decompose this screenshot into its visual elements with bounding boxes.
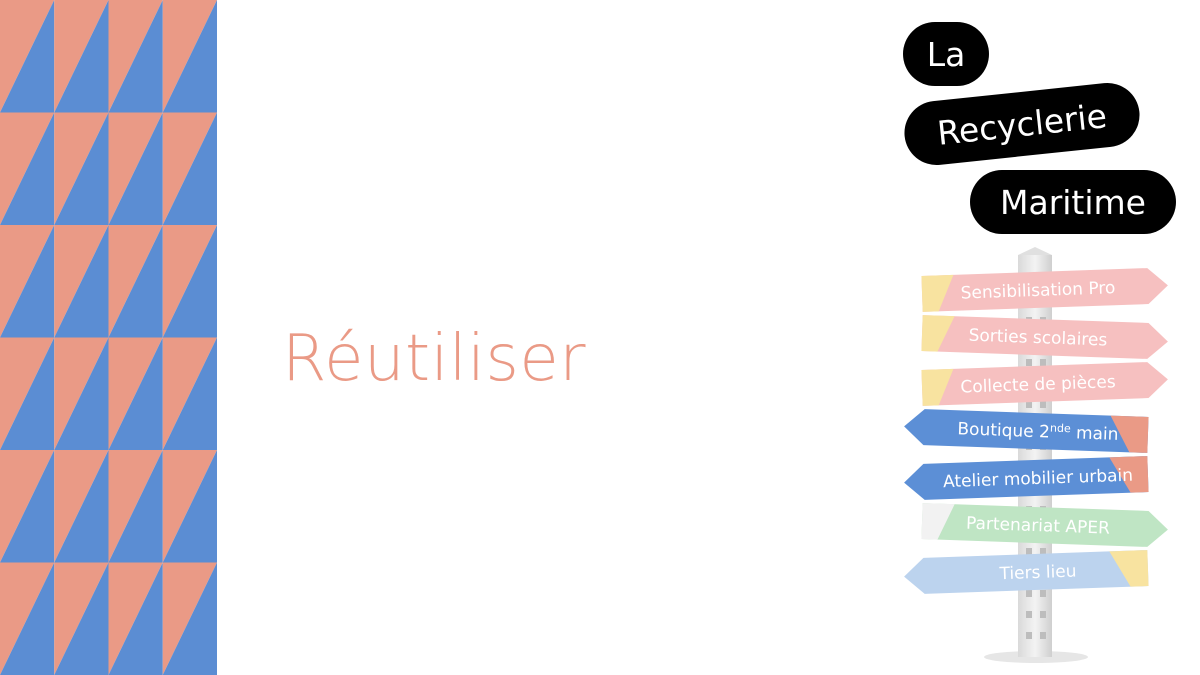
pattern-triangle bbox=[0, 450, 55, 563]
pattern-triangle bbox=[54, 0, 109, 113]
pattern-triangle bbox=[108, 337, 163, 450]
sign-body bbox=[921, 315, 1168, 359]
sign-body bbox=[904, 550, 1149, 594]
pole-hole bbox=[1040, 401, 1046, 408]
pattern-triangle bbox=[108, 0, 163, 113]
signpost-pole bbox=[1018, 255, 1052, 657]
pattern-triangle bbox=[0, 0, 55, 113]
pole-hole bbox=[1040, 548, 1046, 555]
sign-label-end: main bbox=[1070, 423, 1119, 445]
pole-hole bbox=[1026, 632, 1032, 639]
sign-accent bbox=[921, 503, 955, 540]
pattern-triangle bbox=[108, 225, 163, 338]
pattern-triangle bbox=[162, 0, 217, 113]
sign-label-main: Sorties scolaires bbox=[968, 326, 1107, 351]
sign-label-superscript: nde bbox=[1050, 422, 1071, 436]
direction-sign: Sorties scolaires bbox=[921, 315, 1168, 359]
sign-label: Sorties scolaires bbox=[968, 326, 1107, 351]
sign-body bbox=[921, 503, 1168, 547]
pattern-triangle bbox=[54, 112, 109, 225]
logo-text-recyclerie: Recyclerie bbox=[935, 95, 1109, 153]
direction-sign: Atelier mobilier urbain bbox=[904, 456, 1149, 500]
pattern-triangle bbox=[54, 337, 109, 450]
sign-body bbox=[904, 409, 1149, 453]
sign-label: Tiers lieu bbox=[998, 562, 1077, 585]
pole-hole bbox=[1040, 611, 1046, 618]
pole-hole bbox=[1040, 359, 1046, 366]
pole-hole bbox=[1026, 611, 1032, 618]
logo-pill-la: La bbox=[903, 22, 989, 86]
pattern-triangle bbox=[54, 562, 109, 675]
pattern-triangle bbox=[0, 562, 55, 675]
direction-sign: Boutique 2nde main bbox=[904, 409, 1149, 453]
pole-hole bbox=[1026, 590, 1032, 597]
sign-body bbox=[921, 362, 1168, 406]
direction-sign: Collecte de pièces bbox=[921, 362, 1168, 406]
pattern-triangle bbox=[162, 337, 217, 450]
pattern-triangle bbox=[108, 450, 163, 563]
decorative-triangle-pattern bbox=[0, 0, 217, 675]
pole-hole bbox=[1040, 590, 1046, 597]
sign-accent bbox=[921, 368, 954, 406]
sign-label-main: Tiers lieu bbox=[998, 562, 1077, 585]
pattern-triangle bbox=[108, 112, 163, 225]
sign-label-main: Boutique 2 bbox=[957, 419, 1050, 442]
logo-text-maritime: Maritime bbox=[1000, 182, 1146, 222]
pattern-triangle bbox=[54, 225, 109, 338]
sign-accent bbox=[1109, 456, 1149, 493]
pattern-triangle bbox=[162, 450, 217, 563]
logo-pill-recyclerie: Recyclerie bbox=[901, 79, 1143, 169]
pole-cap bbox=[1018, 247, 1052, 255]
pattern-triangle bbox=[162, 225, 217, 338]
pole-hole bbox=[1026, 359, 1032, 366]
sign-accent bbox=[1109, 550, 1149, 587]
sign-accent bbox=[921, 274, 954, 312]
pole-hole bbox=[1040, 632, 1046, 639]
direction-sign: Partenariat APER bbox=[921, 503, 1168, 547]
sign-body bbox=[921, 268, 1168, 312]
sign-accent bbox=[921, 315, 955, 352]
logo-text-la: La bbox=[926, 34, 966, 74]
direction-sign: Tiers lieu bbox=[904, 550, 1149, 594]
slide-title: Réutiliser bbox=[282, 322, 586, 396]
pattern-triangle bbox=[108, 562, 163, 675]
pattern-triangle bbox=[0, 225, 55, 338]
sign-accent bbox=[1110, 415, 1149, 453]
pattern-triangle bbox=[0, 337, 55, 450]
pattern-triangle bbox=[162, 112, 217, 225]
pole-hole bbox=[1026, 401, 1032, 408]
logo-pill-maritime: Maritime bbox=[970, 170, 1176, 234]
pole-hole bbox=[1026, 548, 1032, 555]
pattern-triangle bbox=[54, 450, 109, 563]
direction-sign: Sensibilisation Pro bbox=[921, 268, 1168, 312]
sign-body bbox=[904, 456, 1149, 500]
pattern-triangle bbox=[0, 112, 55, 225]
pattern-triangle bbox=[162, 562, 217, 675]
sign-label: Boutique 2nde main bbox=[957, 418, 1119, 445]
